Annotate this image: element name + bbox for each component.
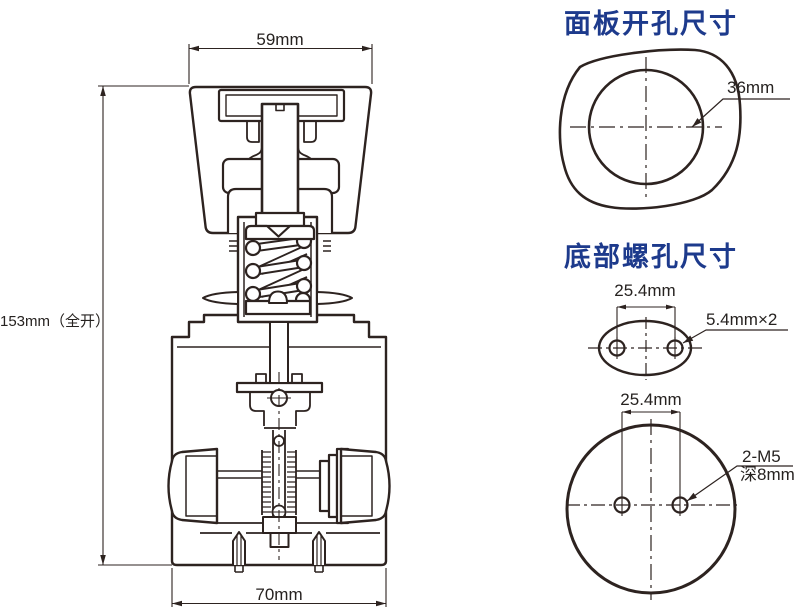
slot-hole-size-label: 5.4mm×2 (706, 310, 778, 329)
dim-bottom-width-label: 70mm (255, 585, 303, 604)
round-spacing-label: 25.4mm (620, 390, 682, 409)
panel-cutout-title: 面板开孔尺寸 (564, 9, 738, 40)
leader-5.4mm (682, 329, 788, 344)
spring-housing (202, 102, 353, 384)
dimension-59mm (188, 44, 373, 84)
panel-cutout-drawing (558, 48, 790, 210)
thread-spec-label-line1: 2-M5 (742, 447, 781, 466)
leader-2-m5 (686, 465, 793, 502)
round-holes-drawing (565, 409, 793, 600)
left-port (167, 447, 219, 525)
slot-holes-drawing (588, 304, 788, 380)
knob-stem (260, 102, 300, 224)
dimension-70mm (171, 568, 387, 607)
leader-36mm (691, 98, 790, 128)
right-port (339, 447, 391, 525)
bottom-thread-title: 底部螺孔尺寸 (564, 242, 738, 273)
panel-nut-ear-right (316, 291, 353, 305)
dim-top-width-label: 59mm (256, 30, 304, 49)
dimension-153mm (98, 85, 189, 566)
cutout-diameter-label: 36mm (727, 78, 775, 97)
dim-height-label: 153mm（全开） (0, 313, 111, 330)
mounting-studs (232, 531, 326, 573)
thread-spec-label-line2: 深8mm (740, 465, 795, 484)
valve-cross-section (167, 85, 391, 573)
slot-spacing-label: 25.4mm (614, 281, 676, 300)
panel-nut-ear-left (202, 291, 239, 305)
